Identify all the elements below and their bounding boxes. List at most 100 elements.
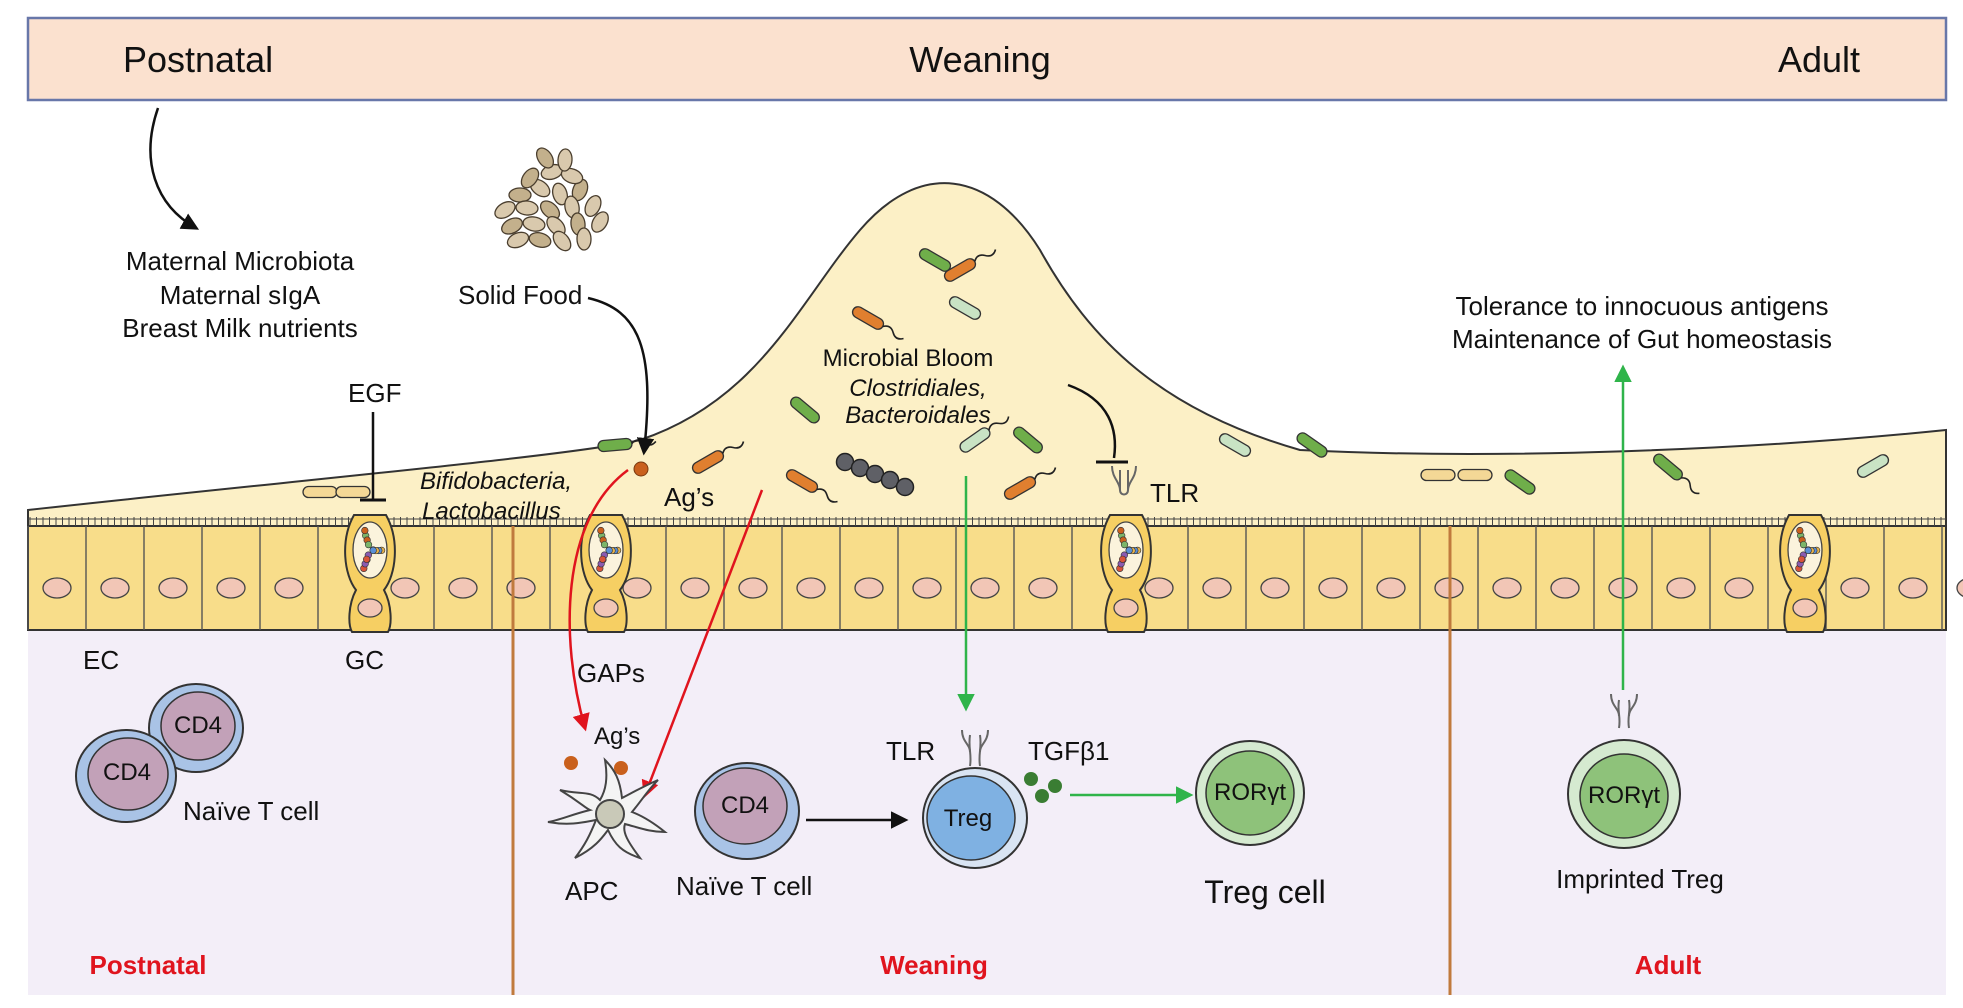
rod-bacterium-icon [335, 485, 371, 499]
arrow-red-1 [568, 468, 629, 732]
nucleus [1202, 577, 1232, 599]
imprinted-treg-label: Imprinted Treg [1556, 864, 1724, 894]
clostridiales-label: Clostridiales, [849, 375, 987, 402]
lumen-bacteria [302, 248, 1890, 503]
gaps-label: GAPs [577, 658, 645, 688]
timeline-banner [26, 16, 1948, 102]
bacteroidales-label: Bacteroidales [845, 402, 991, 429]
rod-bacterium-icon [1218, 433, 1252, 457]
goblet-cell-icon [344, 514, 396, 633]
rod-bacterium-icon [1457, 468, 1493, 482]
rod-bacterium-icon [1420, 468, 1456, 482]
t-cell-icon [148, 683, 244, 773]
rod-bacterium-icon [1003, 467, 1057, 500]
treg-cell-label: Treg cell [1204, 874, 1326, 910]
goblet-cell-icon [1779, 514, 1831, 633]
food-pile-icon [494, 147, 609, 252]
rod-bacterium-icon [851, 306, 904, 340]
arrow-postnatal-inputs [149, 107, 200, 230]
ror-label-adult: RORγt [1588, 782, 1660, 809]
timeline-adult-label: Adult [1778, 39, 1861, 80]
tlr-treg-label: TLR [886, 736, 936, 766]
t-cell-icon [694, 762, 800, 860]
antigen-dot-2 [614, 761, 628, 775]
nucleus [1492, 577, 1522, 599]
lactobacillus-label: Lactobacillus [422, 498, 561, 525]
adult-outcome-2: Maintenance of Gut homeostasis [1451, 324, 1833, 354]
t-cell-icon [1567, 739, 1681, 849]
adult-outcome-1: Tolerance to innocuous antigens [1455, 291, 1829, 321]
rod-bacterium-icon [1504, 469, 1536, 495]
naive-t-cell-label-weaning: Naïve T cell [676, 871, 813, 901]
apc-dendritic-icon [547, 757, 668, 860]
microbial-bloom-label: Microbial Bloom [822, 345, 994, 372]
rod-bacterium-icon [1856, 454, 1890, 478]
tlr-receptor-icon [1111, 465, 1137, 496]
tlr-receptor-icon [961, 729, 989, 767]
section-label-postnatal: Postnatal [89, 950, 207, 980]
antigen-dot-lumen [633, 461, 649, 477]
arrow-red-2 [641, 489, 764, 799]
rod-bacterium-icon [1296, 432, 1328, 458]
postnatal-input-3: Breast Milk nutrients [122, 313, 358, 343]
nucleus [1144, 577, 1174, 599]
nucleus [1550, 577, 1580, 599]
nucleus [854, 577, 884, 599]
rod-bacterium-icon [1653, 453, 1700, 495]
microvilli [28, 517, 1946, 526]
timeline-postnatal-label: Postnatal [123, 39, 274, 80]
rod-bacterium-icon [302, 485, 338, 499]
nucleus [1840, 577, 1870, 599]
gc-label: GC [345, 645, 384, 675]
t-cell-icon [75, 729, 177, 823]
postnatal-input-2: Maternal sIgA [159, 280, 321, 310]
nucleus [738, 577, 768, 599]
t-cell-icon [922, 767, 1028, 869]
nucleus [274, 577, 304, 599]
tgf-dot [1024, 772, 1038, 786]
rod-bacterium-icon [1013, 426, 1043, 454]
rod-bacterium-icon [785, 469, 838, 503]
t-cell-icon [1195, 740, 1305, 846]
section-label-weaning: Weaning [880, 950, 988, 980]
nucleus [506, 577, 536, 599]
solid-food-label: Solid Food [458, 280, 583, 310]
bifidobacteria-label: Bifidobacteria, [420, 468, 573, 495]
tlr-receptor-icon [1610, 693, 1638, 729]
nucleus [1376, 577, 1406, 599]
egf-label: EGF [348, 378, 402, 408]
nucleus [1898, 577, 1928, 599]
tgf-dot [1035, 789, 1049, 803]
nucleus [1028, 577, 1058, 599]
nucleus [796, 577, 826, 599]
nucleus [1666, 577, 1696, 599]
nucleus [100, 577, 130, 599]
rod-bacterium-icon [948, 296, 982, 320]
nucleus [42, 577, 72, 599]
nucleus [912, 577, 942, 599]
coccus-chain-icon [835, 452, 915, 497]
cd4-label-a: CD4 [173, 712, 223, 739]
ags-lumen-label: Ag’s [664, 482, 715, 512]
nucleus [1260, 577, 1290, 599]
tgf-dot [1048, 779, 1062, 793]
rod-bacterium-icon [943, 249, 997, 282]
antigen-dot-1 [564, 756, 578, 770]
ror-label-weaning: RORγt [1214, 779, 1286, 806]
goblet-cells [344, 514, 1831, 633]
nucleus [216, 577, 246, 599]
nucleus [680, 577, 710, 599]
ags-lp-label: Ag’s [594, 723, 641, 750]
rod-bacterium-icon [790, 396, 820, 424]
postnatal-input-1: Maternal Microbiota [125, 246, 355, 276]
apc-label: APC [565, 876, 619, 906]
tlr-epithelium-label: TLR [1150, 478, 1200, 508]
ec-label: EC [83, 645, 120, 675]
nucleus [1956, 579, 1963, 597]
nucleus [1318, 577, 1348, 599]
nucleus [158, 577, 188, 599]
nucleus [622, 577, 652, 599]
cd4-label-weaning: CD4 [720, 792, 770, 819]
